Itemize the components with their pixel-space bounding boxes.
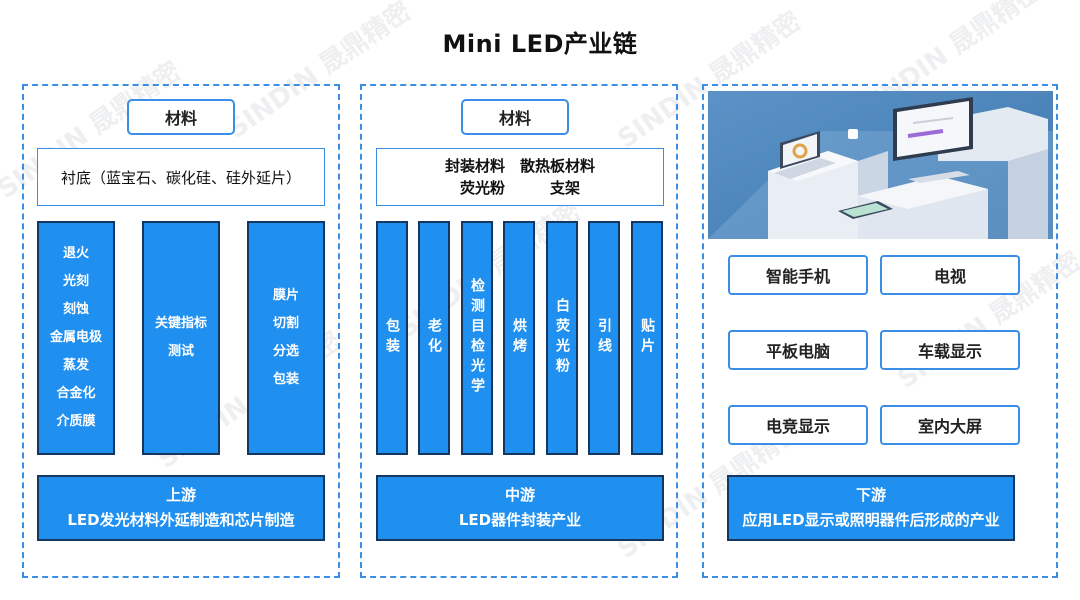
midstream-column: 烘烤 (503, 221, 535, 455)
downstream-panel (702, 84, 1058, 578)
app-tv: 电视 (880, 255, 1020, 295)
app-gaming-display: 电竞显示 (728, 405, 868, 445)
page-title: Mini LED产业链 (442, 30, 638, 58)
app-car-display: 车载显示 (880, 330, 1020, 370)
downstream-stream-box: 下游 应用LED显示或照明器件后形成的产业 (727, 475, 1015, 541)
stream-desc: LED发光材料外延制造和芯片制造 (67, 511, 295, 529)
upstream-process-col-2: 关键指标 测试 (142, 221, 220, 455)
midstream-column: 包装 (376, 221, 408, 455)
midstream-column: 贴片 (631, 221, 663, 455)
process-item: 测试 (167, 344, 194, 359)
process-item: 蒸发 (62, 358, 89, 373)
upstream-substrate-box: 衬底（蓝宝石、碳化硅、硅外延片） (37, 148, 325, 206)
desk-devices-illustration-icon (708, 91, 1053, 239)
stream-title: 下游 (855, 486, 886, 504)
materials-line: 荧光粉 支架 (459, 179, 580, 197)
stream-desc: 应用LED显示或照明器件后形成的产业 (742, 511, 1000, 529)
app-indoor-screen: 室内大屏 (880, 405, 1020, 445)
process-item: 膜片 (272, 288, 299, 303)
midstream-materials-label: 材料 (461, 99, 569, 135)
upstream-panel (22, 84, 340, 578)
midstream-panel (360, 84, 678, 578)
process-item: 介质膜 (56, 414, 96, 429)
materials-line: 封装材料 散热板材料 (444, 157, 595, 175)
app-smartphone: 智能手机 (728, 255, 868, 295)
upstream-process-col-3: 膜片 切割 分选 包装 (247, 221, 325, 455)
column-label: 包装 (384, 318, 400, 358)
upstream-stream-box: 上游 LED发光材料外延制造和芯片制造 (37, 475, 325, 541)
column-label: 贴片 (639, 318, 655, 358)
upstream-process-col-1: 退火 光刻 刻蚀 金属电极 蒸发 合金化 介质膜 (37, 221, 115, 455)
process-item: 金属电极 (49, 330, 102, 345)
column-label: 烘烤 (511, 318, 527, 358)
stream-title: 中游 (504, 486, 535, 504)
midstream-column: 白荧光粉 (546, 221, 578, 455)
column-label: 白荧光粉 (554, 298, 570, 378)
stream-desc: LED器件封装产业 (458, 511, 582, 529)
process-item: 切割 (272, 316, 299, 331)
process-item: 刻蚀 (62, 302, 89, 317)
column-label: 引线 (596, 318, 612, 358)
midstream-column: 引线 (588, 221, 620, 455)
process-item: 分选 (272, 344, 299, 359)
process-item: 关键指标 (154, 316, 207, 331)
stream-title: 上游 (165, 486, 196, 504)
app-tablet: 平板电脑 (728, 330, 868, 370)
midstream-materials-box: 封装材料 散热板材料 荧光粉 支架 (376, 148, 664, 206)
process-item: 光刻 (62, 274, 89, 289)
midstream-stream-box: 中游 LED器件封装产业 (376, 475, 664, 541)
process-item: 退火 (62, 246, 89, 261)
upstream-materials-label: 材料 (127, 99, 235, 135)
column-label: 检测目检光学 (469, 278, 485, 398)
column-label: 老化 (426, 318, 442, 358)
midstream-column: 检测目检光学 (461, 221, 493, 455)
process-item: 包装 (272, 372, 299, 387)
midstream-column: 老化 (418, 221, 450, 455)
process-item: 合金化 (56, 386, 96, 401)
